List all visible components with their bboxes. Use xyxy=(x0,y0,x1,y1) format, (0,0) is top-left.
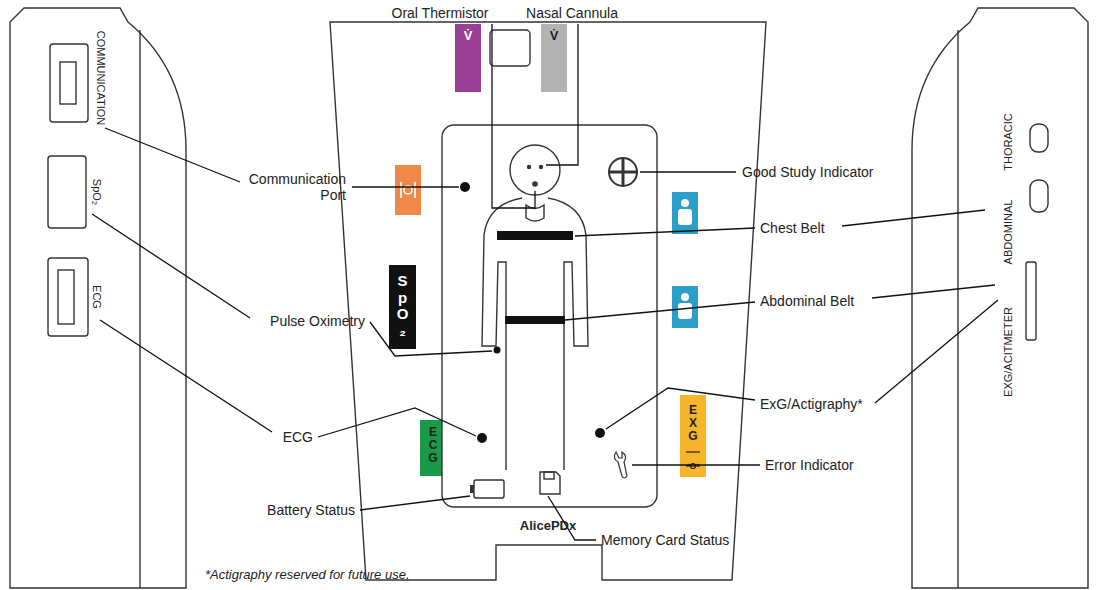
footnote: *Actigraphy reserved for future use. xyxy=(205,568,410,583)
port-label: ABDOMINAL xyxy=(1002,200,1015,265)
callout-label: Good Study Indicator xyxy=(742,164,874,180)
port-label: ECG xyxy=(91,285,104,309)
right-side-view xyxy=(912,8,1088,588)
port-label: THORACIC xyxy=(1002,113,1015,170)
callout-label: Abdominal Belt xyxy=(760,293,854,309)
port-label: EXG/ACITMETER xyxy=(1002,307,1015,397)
device-name: AlicePDx xyxy=(520,519,576,534)
device-front xyxy=(330,22,766,580)
stripe-label: SpO₂ xyxy=(395,273,410,339)
callout-label: Nasal Cannula xyxy=(526,5,618,21)
stripe-symbol: V̇ xyxy=(550,29,559,44)
leader-lines xyxy=(92,24,998,540)
callout-label: Error Indicator xyxy=(765,457,854,473)
left-side-view xyxy=(10,8,186,588)
stripe-label: ECG xyxy=(427,426,439,466)
port-label: COMMUNICATION xyxy=(95,31,108,126)
callout-label: ECG xyxy=(283,429,313,445)
callout-label: Chest Belt xyxy=(760,220,825,236)
callout-label: Pulse Oximetry xyxy=(270,313,365,329)
stripe-label: EXG xyxy=(687,404,699,444)
callout-label: Memory Card Status xyxy=(601,532,729,548)
port-label: SpO₂ xyxy=(91,179,104,205)
callout-label: Oral Thermistor xyxy=(392,5,489,21)
callout-label: Battery Status xyxy=(267,502,355,518)
callout-label: Communication Port xyxy=(236,171,346,203)
callout-label: ExG/Actigraphy* xyxy=(760,396,863,412)
stripe-symbol: V̇ xyxy=(464,29,473,44)
